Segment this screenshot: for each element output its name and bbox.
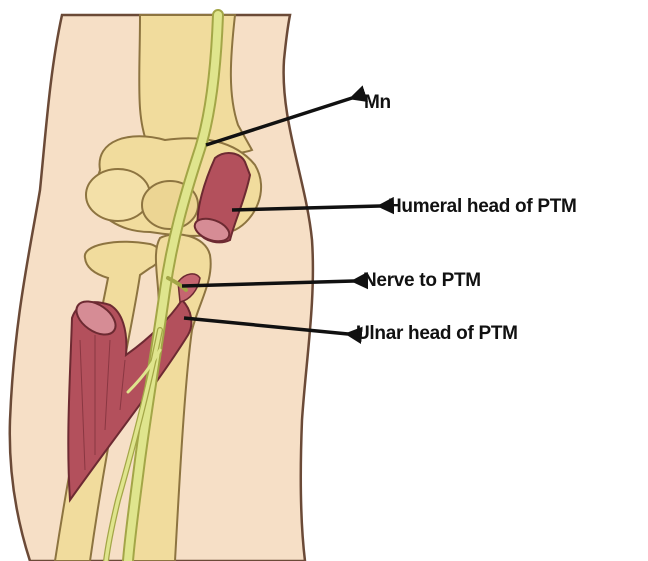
label-median-nerve: Mn — [364, 92, 391, 114]
label-ulnar-head-ptm: Ulnar head of PTM — [356, 323, 518, 345]
label-nerve-to-ptm: Nerve to PTM — [363, 270, 481, 292]
medial-epicondyle — [86, 169, 150, 221]
label-humeral-head-ptm: Humeral head of PTM — [388, 196, 577, 218]
